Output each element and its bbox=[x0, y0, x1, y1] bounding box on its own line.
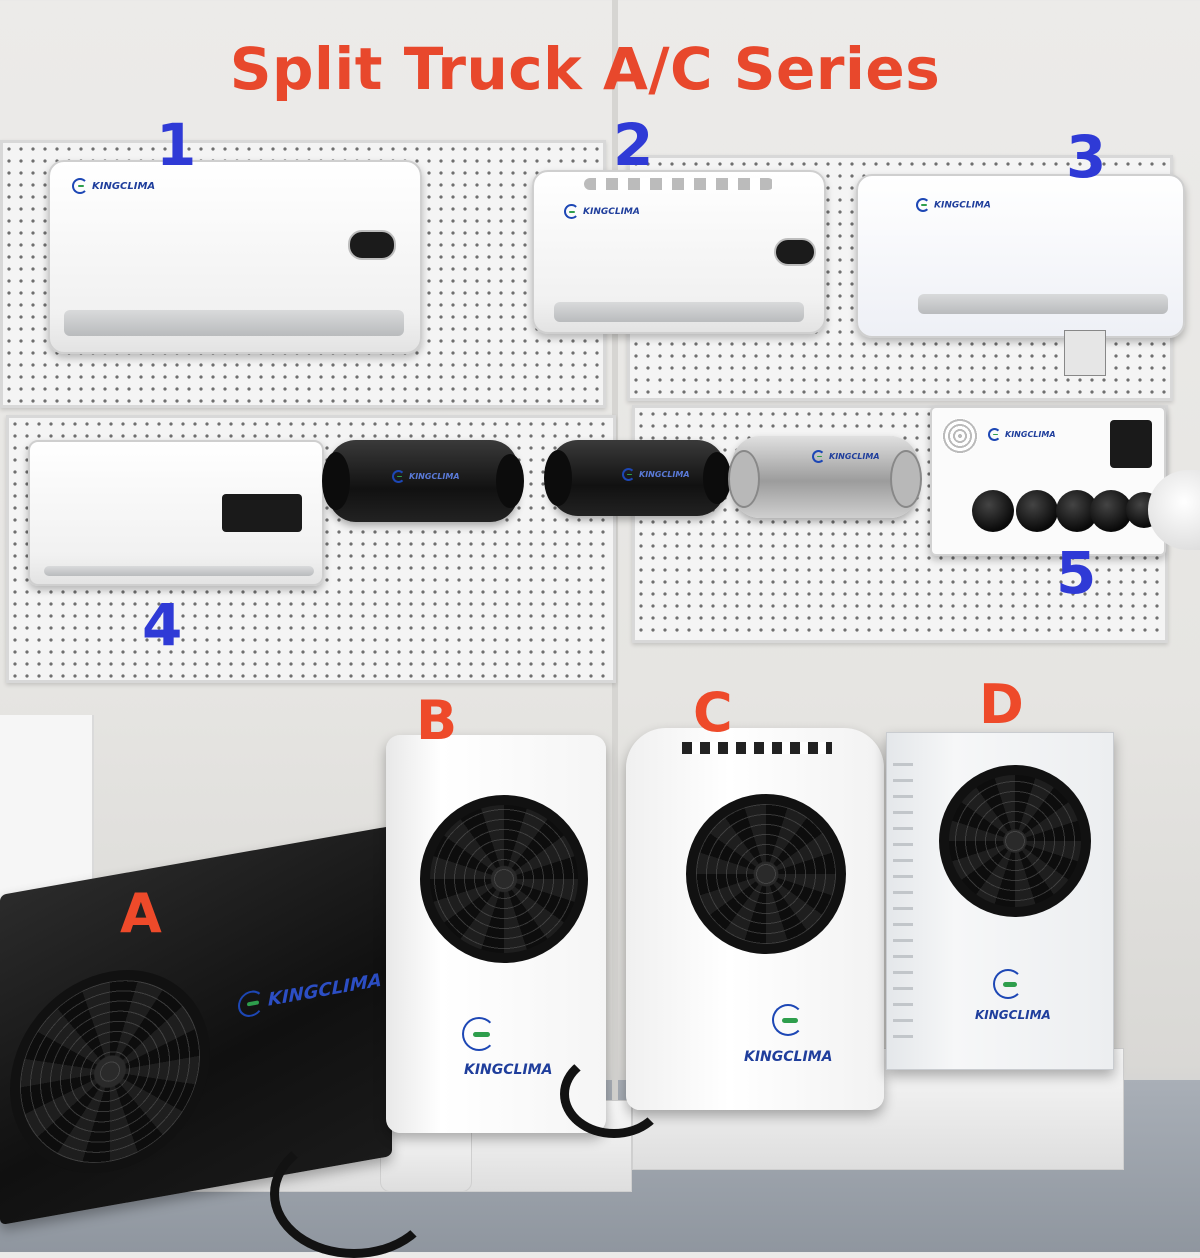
brand-logo bbox=[772, 1004, 808, 1036]
brand-text: KINGCLIMA bbox=[829, 452, 880, 461]
parking-heater-3: KINGCLIMA bbox=[728, 436, 922, 518]
label-number-4: 4 bbox=[142, 591, 183, 659]
unit-window bbox=[348, 230, 396, 260]
brand-logo: KINGCLIMA bbox=[238, 968, 382, 1020]
indoor-unit-2: KINGCLIMA bbox=[532, 170, 826, 334]
heater-end-cap bbox=[544, 450, 572, 506]
brand-logo: KINGCLIMA bbox=[392, 470, 460, 483]
brand-text: KINGCLIMA bbox=[639, 470, 690, 479]
brand-text: KINGCLIMA bbox=[975, 1008, 1051, 1022]
label-number-1: 1 bbox=[156, 111, 197, 179]
brand-logo: KINGCLIMA bbox=[916, 198, 991, 212]
condenser-fan bbox=[939, 765, 1091, 917]
condenser-fan bbox=[420, 795, 588, 963]
wiring-box bbox=[1064, 330, 1106, 376]
label-number-5: 5 bbox=[1056, 539, 1097, 607]
top-grille bbox=[584, 178, 774, 190]
brand-logo: KINGCLIMA bbox=[622, 468, 690, 481]
outdoor-unit-b: KINGCLIMA bbox=[386, 735, 606, 1133]
label-letter-c: C bbox=[693, 681, 733, 744]
air-vent bbox=[918, 294, 1168, 314]
heater-end-cap bbox=[322, 452, 350, 510]
top-grille bbox=[682, 742, 832, 754]
condenser-fan bbox=[10, 953, 210, 1190]
brand-logo: KINGCLIMA bbox=[564, 204, 640, 219]
brand-logo: KINGCLIMA bbox=[812, 450, 880, 463]
label-number-2: 2 bbox=[613, 111, 654, 179]
power-cable bbox=[560, 1050, 668, 1138]
condenser-fan bbox=[686, 794, 846, 954]
brand-text: KINGCLIMA bbox=[92, 181, 156, 192]
air-outlet bbox=[1016, 490, 1058, 532]
label-number-3: 3 bbox=[1066, 123, 1107, 191]
label-letter-a: A bbox=[120, 882, 162, 945]
indoor-unit-3: KINGCLIMA bbox=[856, 174, 1185, 338]
side-vents bbox=[893, 763, 913, 1043]
indoor-unit-4 bbox=[28, 440, 324, 586]
brand-text: KINGCLIMA bbox=[583, 207, 640, 217]
unit-window bbox=[774, 238, 816, 266]
heater-end-cap bbox=[496, 454, 524, 508]
brand-text: KINGCLIMA bbox=[464, 1062, 553, 1078]
label-letter-d: D bbox=[979, 673, 1024, 736]
brand-logo bbox=[462, 1017, 500, 1051]
brand-text: KINGCLIMA bbox=[744, 1049, 833, 1065]
heater-end-cap bbox=[703, 452, 731, 504]
air-outlet bbox=[1090, 490, 1132, 532]
fan-grille bbox=[942, 418, 978, 454]
air-outlet bbox=[972, 490, 1014, 532]
brand-text: KINGCLIMA bbox=[1005, 430, 1056, 439]
brand-text: KINGCLIMA bbox=[268, 969, 382, 1011]
brand-logo bbox=[993, 969, 1027, 999]
heater-end-cap bbox=[728, 450, 760, 508]
heater-end-cap bbox=[890, 450, 922, 508]
indoor-unit-1: KINGCLIMA bbox=[48, 160, 422, 354]
brand-text: KINGCLIMA bbox=[934, 200, 991, 211]
power-cable bbox=[270, 1130, 438, 1258]
label-letter-b: B bbox=[416, 689, 458, 752]
parking-heater-1: KINGCLIMA bbox=[322, 440, 524, 522]
air-vent bbox=[554, 302, 804, 322]
control-display bbox=[1110, 420, 1152, 468]
page-title: Split Truck A/C Series bbox=[229, 35, 941, 103]
air-vent bbox=[44, 566, 314, 576]
indoor-unit-5: KINGCLIMA bbox=[930, 406, 1166, 556]
air-vent bbox=[64, 310, 404, 336]
brand-text: KINGCLIMA bbox=[409, 472, 460, 481]
brand-logo: KINGCLIMA bbox=[988, 428, 1056, 441]
parking-heater-2: KINGCLIMA bbox=[544, 440, 731, 516]
outdoor-unit-d: KINGCLIMA bbox=[886, 732, 1114, 1070]
outdoor-unit-c: KINGCLIMA bbox=[626, 728, 884, 1110]
control-display bbox=[222, 494, 302, 532]
brand-logo: KINGCLIMA bbox=[72, 178, 155, 194]
